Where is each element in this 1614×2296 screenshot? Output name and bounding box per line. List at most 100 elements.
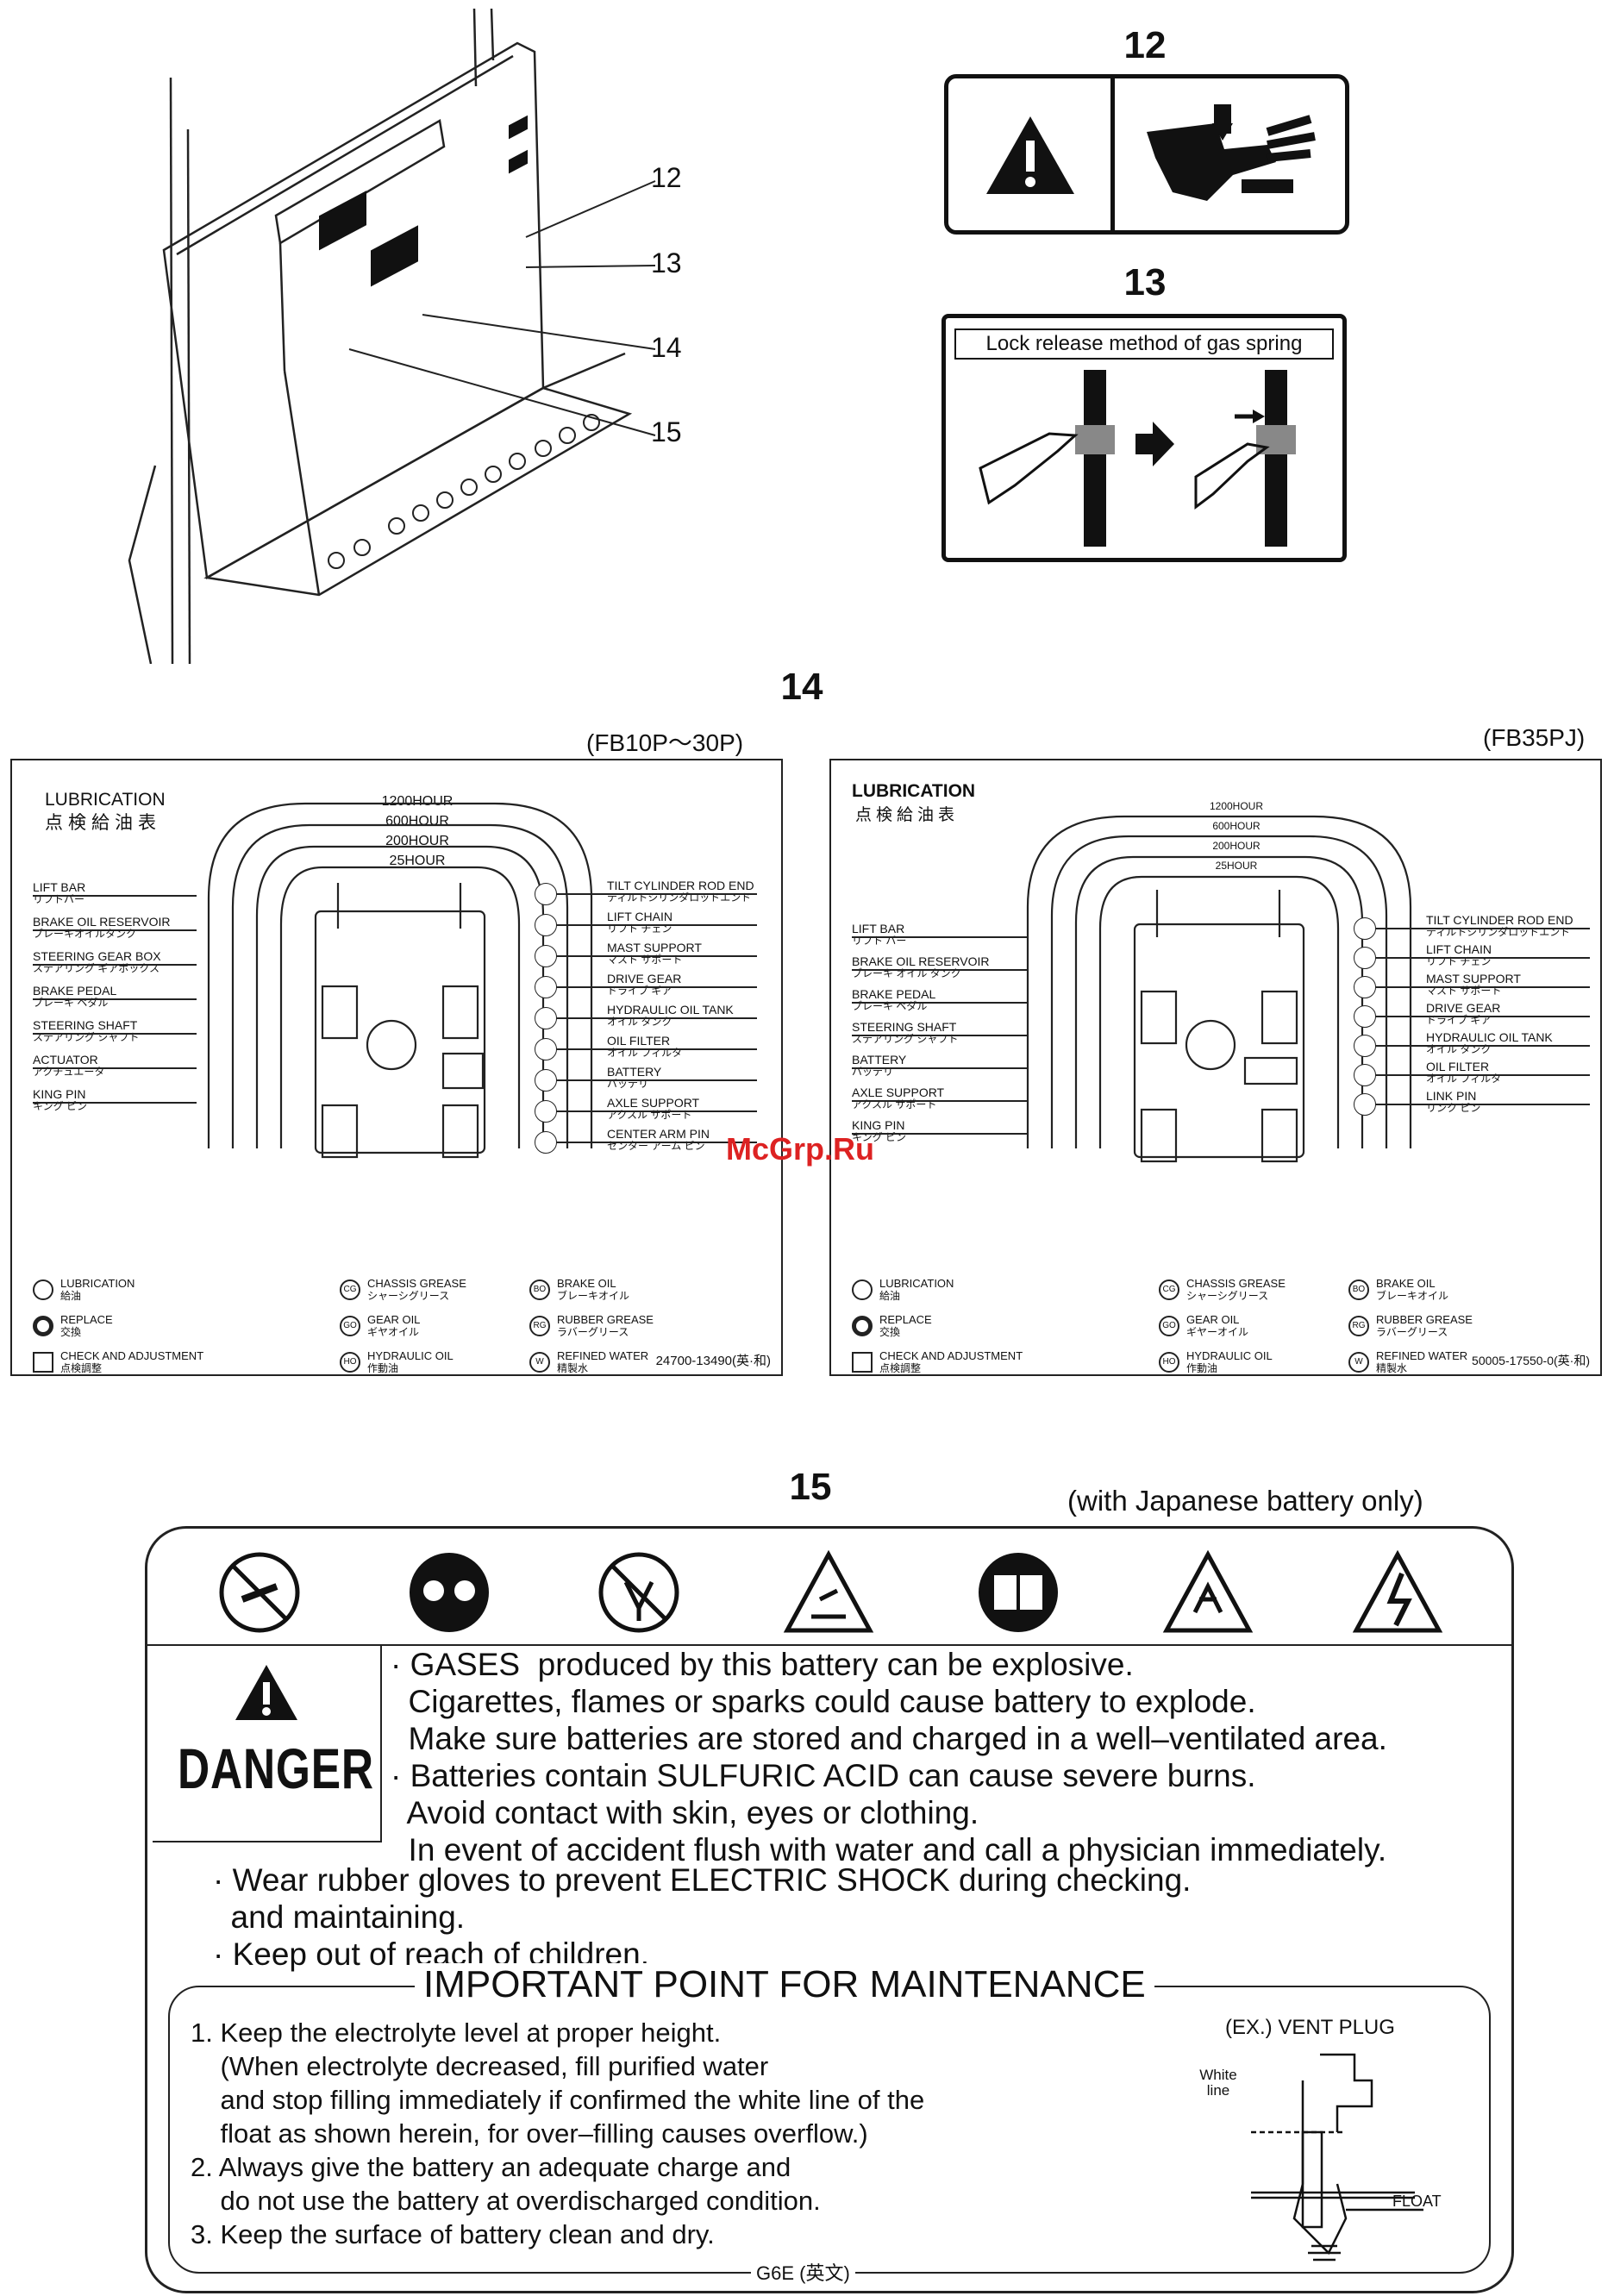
danger-line: Make sure batteries are stored and charg… <box>391 1721 1387 1756</box>
chart_right-right-item-jp: ドライブ ギア <box>1426 1014 1492 1026</box>
general-line: and maintaining. <box>213 1899 466 1935</box>
maintenance-line: 1. Keep the electrolyte level at proper … <box>191 2018 722 2048</box>
chart_left-right-marker <box>535 1069 557 1092</box>
chart_left-right-leader <box>547 924 757 926</box>
decal-13-caption: Lock release method of gas spring <box>954 328 1334 360</box>
right-chart-title-jp: 点検給油表 <box>855 806 960 824</box>
chart_right-left-item-jp: ステアリング シャフト <box>852 1033 959 1045</box>
chart_right-right-item-jp: オイル フィルタ <box>1426 1073 1502 1085</box>
chart_left-right-leader <box>547 1110 757 1112</box>
chart_left-left-item-jp: ブレーキオイルタンク <box>33 928 137 940</box>
chart_right-right-marker <box>1354 976 1376 998</box>
chart_left-left-leader <box>33 964 197 966</box>
chart_left-legend-symbol: CG <box>340 1279 360 1300</box>
chart_right-legend-symbol <box>852 1316 873 1336</box>
chart_left-right-item-en: TILT CYLINDER ROD END <box>607 879 754 892</box>
chart_left-legend-symbol: W <box>529 1352 550 1373</box>
chart_right-left-item-en: KING PIN <box>852 1118 905 1132</box>
chart_left-right-marker <box>535 1038 557 1060</box>
right-chart-model: (FB35PJ) <box>1483 724 1586 751</box>
chart_left-left-leader <box>33 895 197 897</box>
chart_right-legend-symbol: W <box>1348 1352 1369 1373</box>
battery-decal-code: G6E (英文) <box>751 2258 855 2286</box>
maintenance-line: 2. Always give the battery an adequate c… <box>191 2152 791 2182</box>
gas-spring-release-icon <box>979 370 1296 547</box>
chart_left-right-marker <box>535 1100 557 1123</box>
chart_left-left-item-jp: アクチュエータ <box>33 1066 105 1078</box>
chart_right-legend-jp: 点検調整 <box>879 1362 922 1374</box>
chart_right-right-marker <box>1354 1064 1376 1086</box>
right-chart-title: LUBRICATION <box>852 781 976 801</box>
chart_right-hour-label: 200HOUR <box>1212 840 1261 852</box>
chart_right-legend-symbol <box>852 1352 873 1373</box>
chart_right-right-leader <box>1366 1074 1590 1076</box>
chart_right-right-item-jp: オイル タンク <box>1426 1043 1492 1055</box>
chart_left-legend-symbol <box>33 1279 53 1300</box>
danger-line: Cigarettes, flames or sparks could cause… <box>391 1684 1256 1719</box>
decal-12 <box>944 74 1349 235</box>
general-line: · Wear rubber gloves to prevent ELECTRIC… <box>213 1862 1192 1898</box>
chart_left-right-marker <box>535 976 557 998</box>
maintenance-line: float as shown herein, for over–filling … <box>191 2118 868 2149</box>
maintenance-title: IMPORTANT POINT FOR MAINTENANCE <box>415 1963 1154 2006</box>
chart_left-right-marker <box>535 883 557 905</box>
left-chart-part-number: 24700-13490(英·和) <box>655 1354 771 1368</box>
chart_right-legend-symbol: GO <box>1159 1316 1179 1336</box>
callout-13: 13 <box>651 247 682 278</box>
chart_left-legend-en: HYDRAULIC OIL <box>367 1349 454 1362</box>
vent-plug-label: (EX.) VENT PLUG <box>1225 2016 1395 2039</box>
chart_left-left-leader <box>33 1102 197 1104</box>
chart_left-legend-en: CHECK AND ADJUSTMENT <box>60 1349 204 1362</box>
chart_right-left-item-en: BATTERY <box>852 1053 907 1067</box>
chart_right-left-item-en: STEERING SHAFT <box>852 1020 957 1034</box>
chart_left-right-item-en: BATTERY <box>607 1065 662 1079</box>
maintenance-line: do not use the battery at overdischarged… <box>191 2186 821 2216</box>
chart_right-right-item-jp: リンク ピン <box>1426 1102 1481 1114</box>
chart_right-left-leader <box>852 969 1029 971</box>
chart_right-legend-jp: シャーシグリース <box>1186 1290 1269 1302</box>
chart_right-right-leader <box>1366 986 1590 988</box>
chart_left-right-item-jp: オイル フィルタ <box>607 1047 683 1059</box>
chart_left-left-leader <box>33 929 197 931</box>
chart_left-legend-en: REPLACE <box>60 1313 113 1326</box>
chart_right-right-item-en: LIFT CHAIN <box>1426 942 1492 956</box>
chart_left-left-item-en: ACTUATOR <box>33 1053 98 1067</box>
chart_left-right-item-en: AXLE SUPPORT <box>607 1096 700 1110</box>
chart_left-left-item-jp: ブレーキ ペダル <box>33 997 109 1009</box>
chart_left-legend-en: GEAR OIL <box>367 1313 421 1326</box>
chart_right-left-leader <box>852 1067 1029 1069</box>
chart_left-legend-symbol <box>33 1316 53 1336</box>
left-chart-model: (FB10P～30P) <box>586 729 744 756</box>
chart_right-left-item-jp: リフト バー <box>852 935 907 947</box>
chart_left-left-item-en: STEERING GEAR BOX <box>33 949 161 963</box>
chart_left-hour-label: 25HOUR <box>389 854 446 868</box>
